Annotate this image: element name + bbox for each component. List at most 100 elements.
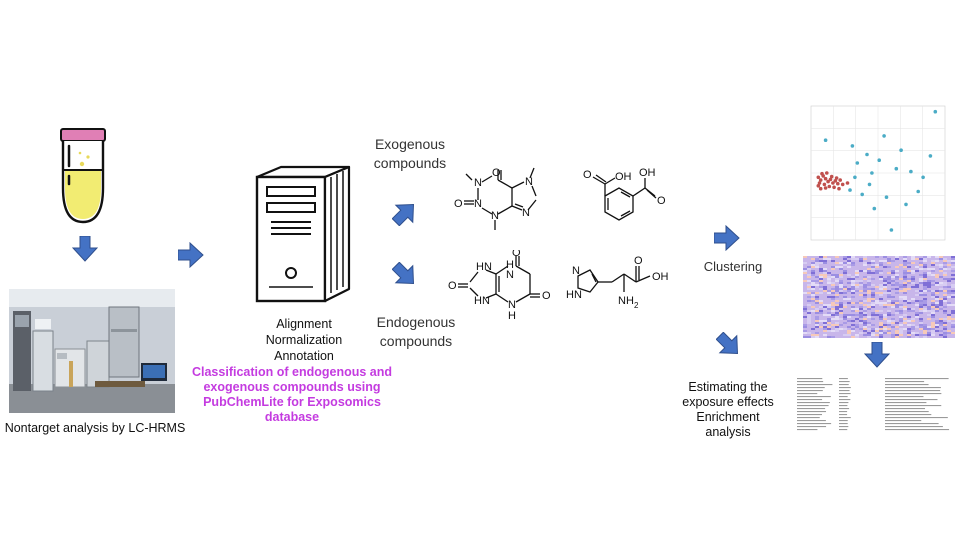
- arrow-down-right-icon: [716, 332, 742, 358]
- heatmap-cell: [815, 266, 819, 268]
- heatmap-cell: [875, 270, 879, 272]
- heatmap-cell: [947, 286, 951, 288]
- table-row-line: [885, 429, 950, 431]
- heatmap-cell: [943, 334, 947, 336]
- heatmap-cell: [951, 262, 955, 264]
- svg-text:N: N: [491, 210, 499, 222]
- heatmap-cell: [879, 262, 883, 264]
- heatmap-cell: [823, 288, 827, 290]
- heatmap-cell: [871, 304, 875, 306]
- heatmap-cell: [843, 314, 847, 316]
- scatter-point: [827, 184, 832, 189]
- heatmap-cell: [947, 318, 951, 320]
- heatmap-cell: [819, 300, 823, 302]
- heatmap-cell: [883, 288, 887, 290]
- heatmap-cell: [835, 256, 839, 258]
- heatmap-cell: [863, 258, 867, 260]
- heatmap-cell: [875, 334, 879, 336]
- heatmap-cell: [923, 284, 927, 286]
- heatmap-cell: [911, 256, 915, 258]
- heatmap-cell: [839, 292, 843, 294]
- heatmap-cell: [811, 270, 815, 272]
- heatmap-cell: [815, 260, 819, 262]
- heatmap-cell: [815, 300, 819, 302]
- svg-text:O: O: [454, 198, 463, 210]
- heatmap-cell: [927, 284, 931, 286]
- heatmap-cell: [919, 300, 923, 302]
- heatmap-cell: [871, 292, 875, 294]
- heatmap-cell: [951, 324, 955, 326]
- heatmap-cell: [919, 282, 923, 284]
- heatmap-cell: [919, 304, 923, 306]
- heatmap-cell: [807, 322, 811, 324]
- scatter-point: [933, 109, 938, 114]
- heatmap-cell: [835, 276, 839, 278]
- scatter-point: [884, 195, 889, 199]
- heatmap-cell: [911, 310, 915, 312]
- heatmap-cell: [847, 332, 851, 334]
- heatmap-cell: [851, 278, 855, 280]
- heatmap-cell: [839, 312, 843, 314]
- heatmap-cell: [919, 306, 923, 308]
- heatmap-cell: [891, 284, 895, 286]
- heatmap-cell: [927, 318, 931, 320]
- heatmap-cell: [871, 328, 875, 330]
- heatmap-cell: [831, 292, 835, 294]
- heatmap-cell: [831, 304, 835, 306]
- heatmap-cell: [895, 334, 899, 336]
- heatmap-cell: [827, 290, 831, 292]
- heatmap-cell: [903, 276, 907, 278]
- heatmap-cell: [931, 322, 935, 324]
- heatmap-cell: [883, 332, 887, 334]
- table-row-line: [839, 390, 850, 392]
- heatmap-cell: [847, 326, 851, 328]
- heatmap-cell: [847, 260, 851, 262]
- heatmap-cell: [911, 272, 915, 274]
- heatmap-cell: [807, 300, 811, 302]
- table-row-line: [839, 387, 851, 389]
- scatter-point: [872, 206, 877, 211]
- heatmap-cell: [867, 336, 871, 338]
- heatmap-cell: [943, 294, 947, 296]
- heatmap-cell: [851, 308, 855, 310]
- heatmap-cell: [831, 330, 835, 332]
- svg-text:O: O: [583, 169, 592, 181]
- heatmap-cell: [903, 278, 907, 280]
- pca-scatter-plot: [797, 103, 951, 253]
- svg-text:O: O: [657, 195, 666, 207]
- heatmap-cell: [879, 294, 883, 296]
- heatmap-cell: [803, 326, 807, 328]
- heatmap-cell: [871, 264, 875, 266]
- heatmap-cell: [863, 322, 867, 324]
- heatmap-cell: [923, 258, 927, 260]
- heatmap-cell: [887, 294, 891, 296]
- table-row-line: [839, 408, 850, 410]
- heatmap-cell: [815, 322, 819, 324]
- heatmap-cell: [903, 258, 907, 260]
- heatmap-cell: [943, 286, 947, 288]
- heatmap-cell: [867, 288, 871, 290]
- heatmap-cell: [811, 288, 815, 290]
- table-row-line: [797, 402, 830, 404]
- heatmap-cell: [863, 264, 867, 266]
- heatmap-cell: [807, 314, 811, 316]
- heatmap-cell: [951, 312, 955, 314]
- heatmap-cell: [931, 280, 935, 282]
- table-row-line: [839, 402, 849, 404]
- heatmap-cell: [879, 318, 883, 320]
- heatmap-cell: [831, 314, 835, 316]
- heatmap-cell: [895, 256, 899, 258]
- scatter-point: [837, 186, 841, 191]
- heatmap-cell: [883, 314, 887, 316]
- table-row-line: [839, 384, 849, 386]
- heatmap-cell: [807, 286, 811, 288]
- heatmap-cell: [951, 274, 955, 276]
- heatmap-cell: [867, 328, 871, 330]
- scatter-point: [899, 148, 903, 152]
- heatmap-cell: [815, 336, 819, 338]
- heatmap-cell: [823, 260, 827, 262]
- heatmap-cell: [943, 278, 947, 280]
- heatmap-cell: [919, 310, 923, 312]
- heatmap-cell: [927, 306, 931, 308]
- heatmap-cell: [927, 268, 931, 270]
